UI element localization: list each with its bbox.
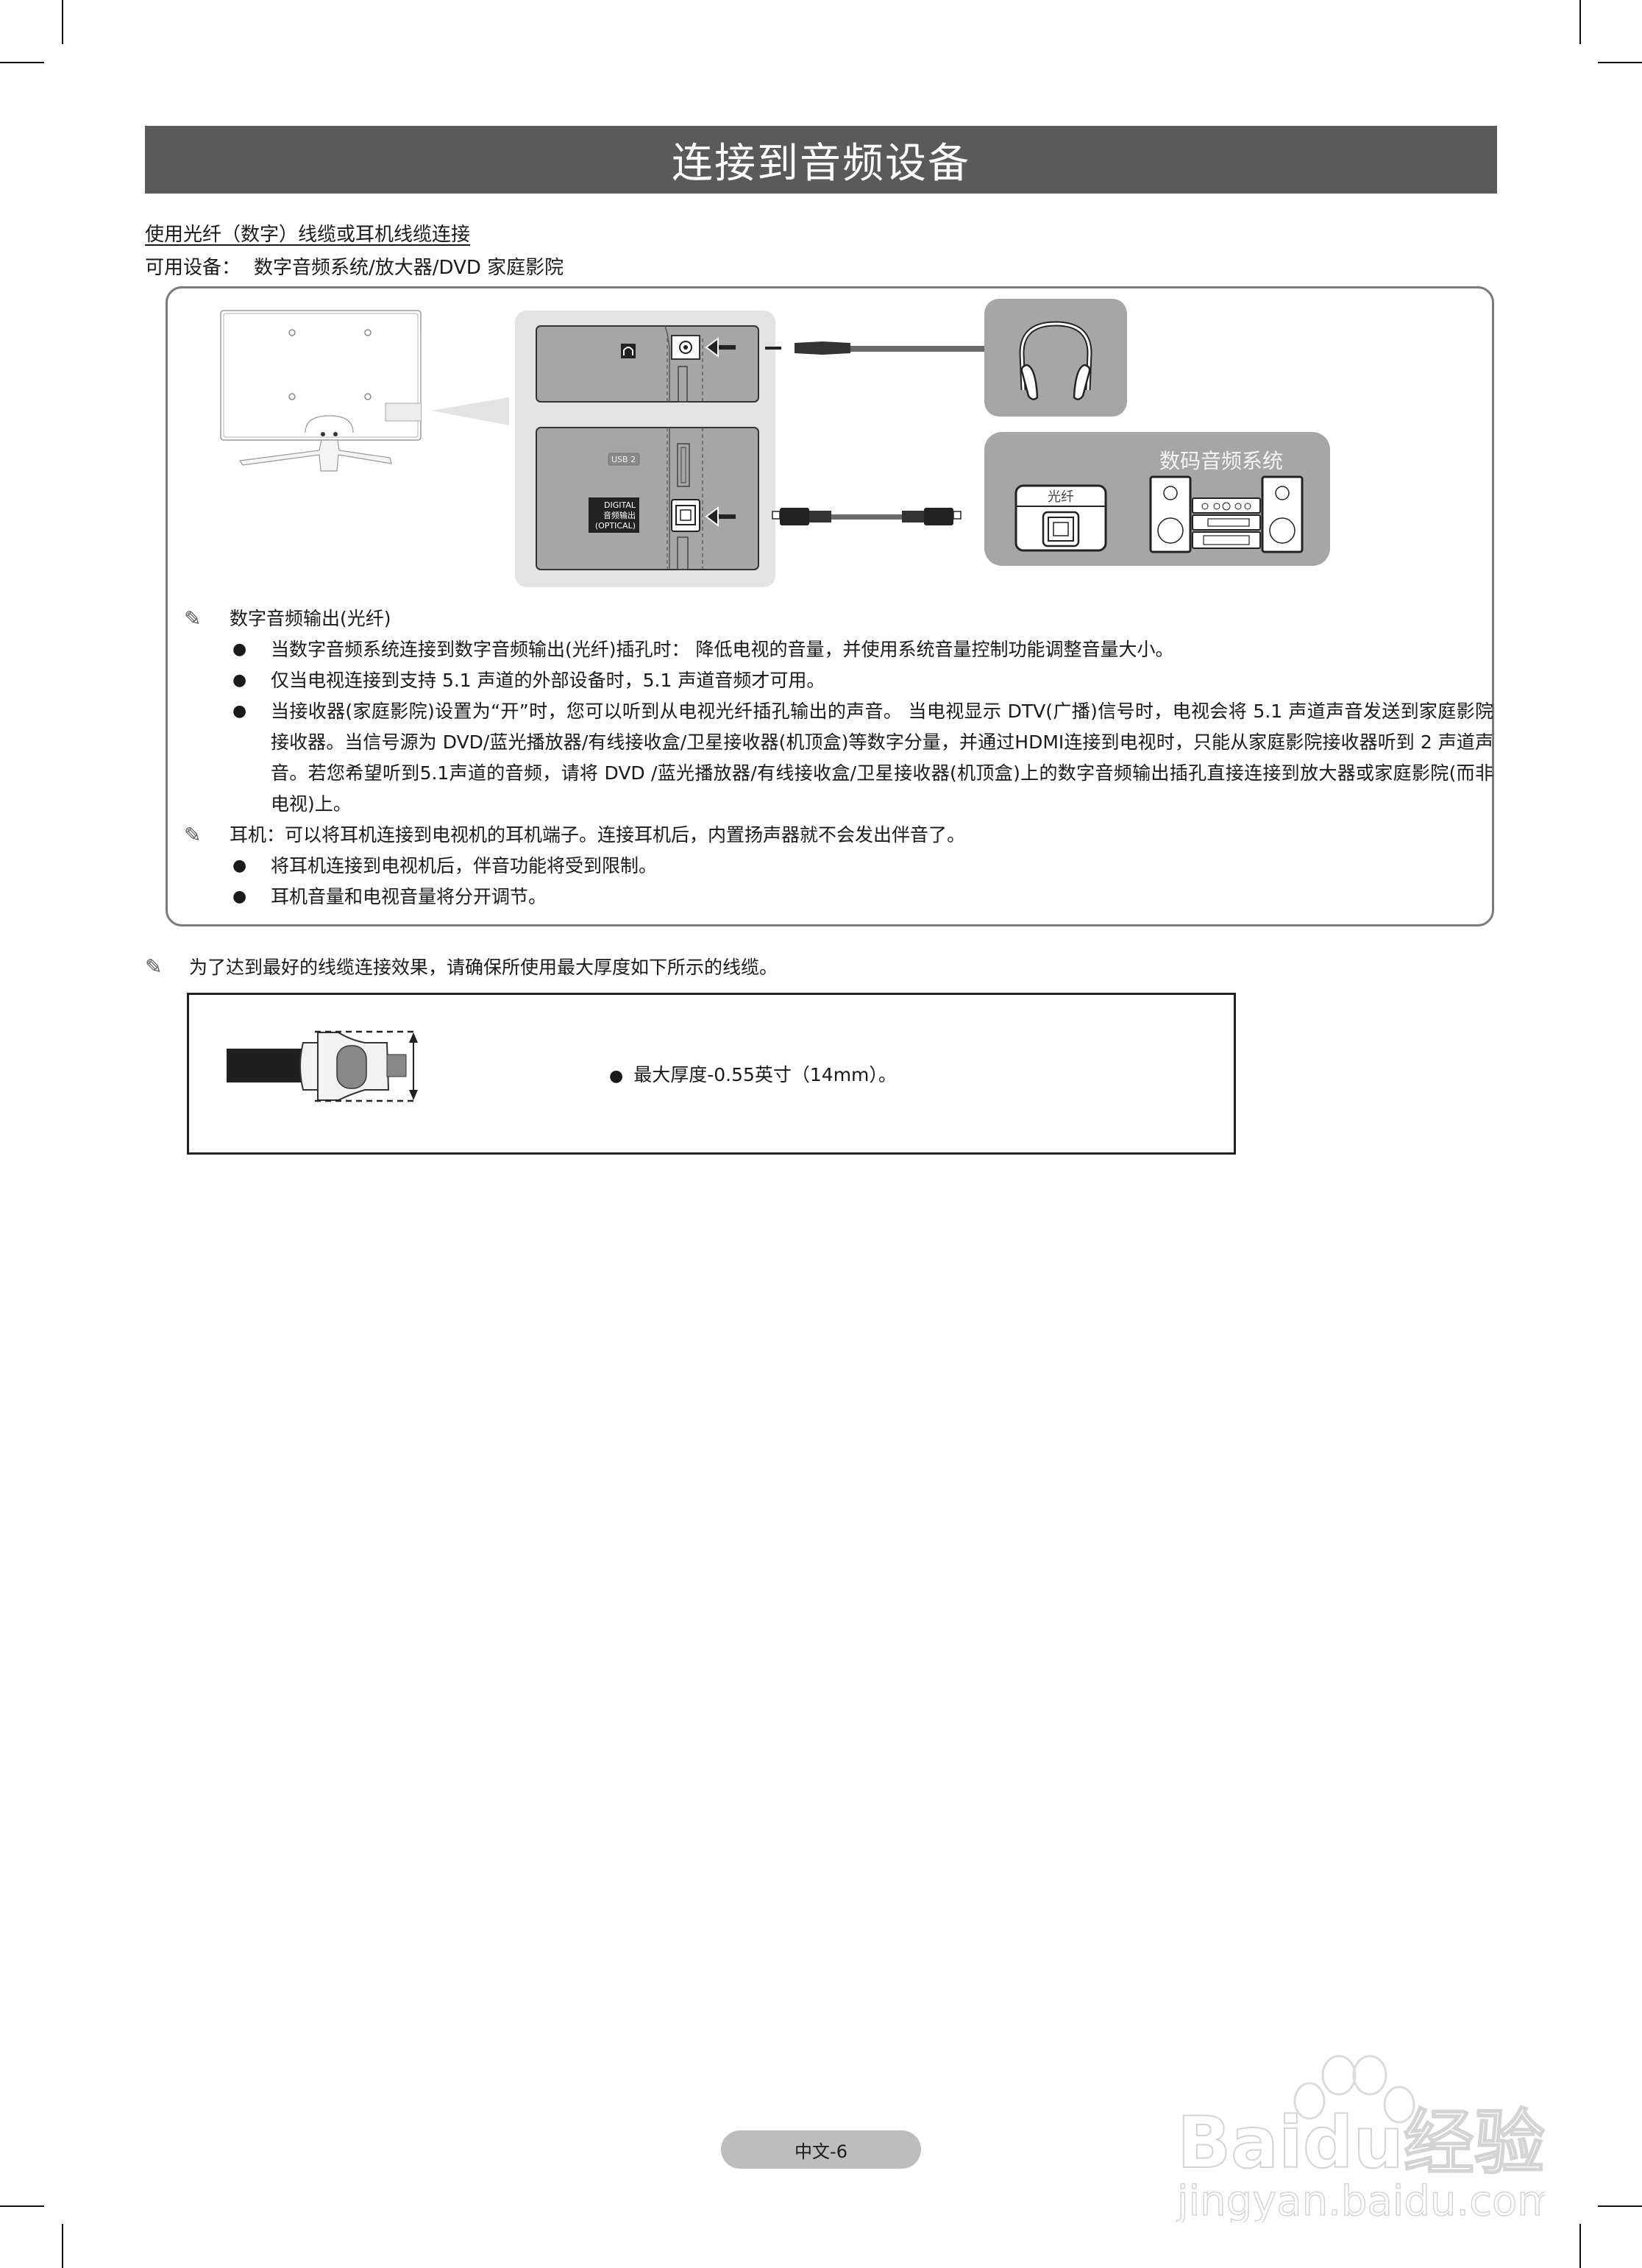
cable-tip: ✎ 为了达到最好的线缆连接效果，请确保所使用最大厚度如下所示的线缆。 [145,953,778,979]
bullet-icon: ● [609,1067,624,1085]
bullet-icon: ● [232,887,247,906]
bullet-text: 耳机音量和电视音量将分开调节。 [271,886,547,907]
crop-mark [62,2224,63,2268]
hdmi-cable-illustration [227,1030,418,1102]
cable-spec-text: 最大厚度-0.55英寸（14mm）。 [633,1064,897,1085]
note-text: 数字音频输出(光纤) [230,608,391,629]
bullet-text: 当数字音频系统连接到数字音频输出(光纤)插孔时： 降低电视的音量，并使用系统音量… [271,639,1174,660]
list-item: ● 当接收器(家庭影院)设置为“开”时，您可以听到从电视光纤插孔输出的声音。 当… [184,696,1493,820]
list-item: ● 当数字音频系统连接到数字音频输出(光纤)插孔时： 降低电视的音量，并使用系统… [184,634,1493,665]
available-devices-value: 数字音频系统/放大器/DVD 家庭影院 [254,257,564,279]
list-item: ● 仅当电视连接到支持 5.1 声道的外部设备时，5.1 声道音频才可用。 [184,665,1493,696]
crop-mark [1598,62,1642,63]
pencil-note-icon: ✎ [184,606,202,631]
bullet-icon: ● [232,640,247,659]
baidu-watermark: Baidu经验 jingyan.baidu.com [1175,2055,1545,2222]
cable-spec-box [187,993,1236,1155]
crop-mark [62,0,63,44]
tip-text: 为了达到最好的线缆连接效果，请确保所使用最大厚度如下所示的线缆。 [189,957,778,978]
section-subheading: 使用光纤（数字）线缆或耳机线缆连接 [145,224,471,246]
page-number-badge: 中文-6 [721,2130,921,2169]
list-item: ● 耳机音量和电视音量将分开调节。 [184,882,1493,912]
note-item-optical: ✎ 数字音频输出(光纤) [184,603,1493,634]
pencil-note-icon: ✎ [184,823,202,847]
bullet-text: 仅当电视连接到支持 5.1 声道的外部设备时，5.1 声道音频才可用。 [271,670,825,691]
crop-mark [1579,2224,1581,2268]
watermark-brand: Baidu经验 [1177,2102,1545,2184]
page-number: 中文-6 [795,2141,847,2162]
watermark-url: jingyan.baidu.com [1176,2177,1545,2222]
note-text: 耳机：可以将耳机连接到电视机的耳机端子。连接耳机后，内置扬声器就不会发出伴音了。 [230,824,966,846]
bullet-icon: ● [232,702,247,720]
pencil-note-icon: ✎ [145,954,163,979]
bullet-icon: ● [232,671,247,690]
bullet-text: 当接收器(家庭影院)设置为“开”时，您可以听到从电视光纤插孔输出的声音。 当电视… [271,701,1493,815]
crop-mark [0,2205,44,2207]
page-title-bar: 连接到音频设备 [145,126,1497,194]
available-devices-label: 可用设备： [145,257,241,279]
page-title: 连接到音频设备 [672,139,970,188]
notes-list: ✎ 数字音频输出(光纤) ● 当数字音频系统连接到数字音频输出(光纤)插孔时： … [184,603,1493,912]
note-item-headphones: ✎ 耳机：可以将耳机连接到电视机的耳机端子。连接耳机后，内置扬声器就不会发出伴音… [184,820,1493,851]
crop-mark [0,62,44,63]
list-item: ● 将耳机连接到电视机后，伴音功能将受到限制。 [184,851,1493,882]
bullet-icon: ● [232,857,247,875]
connection-panel [166,286,1494,926]
cable-spec-text-row: ● 最大厚度-0.55英寸（14mm）。 [609,1060,897,1087]
crop-mark [1579,0,1581,44]
available-devices: 可用设备： 数字音频系统/放大器/DVD 家庭影院 [145,252,564,280]
bullet-text: 将耳机连接到电视机后，伴音功能将受到限制。 [271,855,658,876]
crop-mark [1598,2205,1642,2207]
